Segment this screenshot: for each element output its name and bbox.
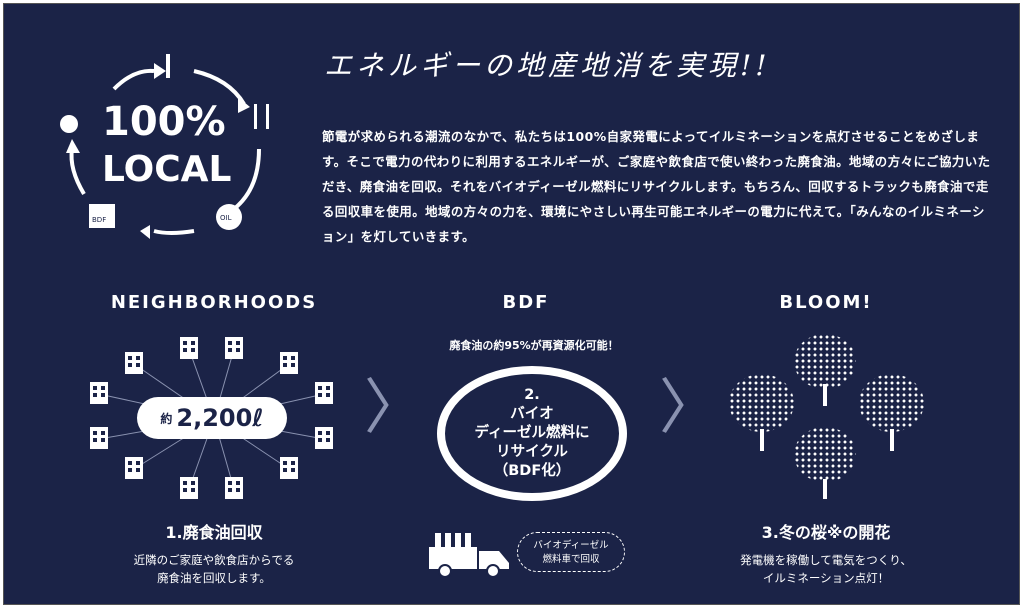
cycle-line: ディーゼル燃料に — [474, 425, 590, 441]
logo-local: LOCAL — [102, 149, 232, 190]
heading-bloom: BLOOM! — [779, 292, 873, 313]
main-title: エネルギーの地産地消を実現!! — [324, 49, 771, 82]
sakura-icon — [60, 115, 78, 133]
step1-caption: 近隣のご家庭や飲食店からでる 廃食油を回収します。 — [133, 553, 295, 585]
step3-title: 3.冬の桜※の開花 — [761, 523, 891, 542]
step1-title: 1.廃食油回収 — [165, 523, 263, 542]
chevron-right-icon: 〉 — [364, 373, 424, 443]
logo-oil: OIL — [220, 214, 232, 222]
arc-text: 廃食油の約95%が再資源化可能！ — [449, 339, 619, 352]
person-icon — [166, 54, 170, 78]
oil-drop-icon — [216, 204, 242, 230]
speech-bubble: バイオディーゼル燃料車で回収 — [517, 532, 625, 572]
step3-caption: 発電機を稼働して電気をつくり、 イルミネーション点灯！ — [740, 553, 912, 585]
heading-bdf: BDF — [502, 292, 550, 313]
bubble-line: 燃料車で回収 — [542, 554, 600, 565]
cutlery-icon — [254, 104, 269, 129]
infographic: エネルギーの地産地消を実現!! 節電が求められる潮流のなかで、私たちは100%自… — [3, 3, 1020, 605]
cycle-text: 2. バイオ ディーゼル燃料に リサイクル （BDF化） — [447, 386, 617, 481]
cycle-line: バイオ — [510, 406, 554, 422]
local-logo: 100% LOCAL BDF OIL — [54, 49, 284, 239]
sakura-trees-icon — [724, 329, 924, 504]
cycle-line: リサイクル — [496, 444, 568, 460]
description: 節電が求められる潮流のなかで、私たちは100%自家発電によってイルミネーションを… — [322, 129, 991, 244]
amount-value: 2,200ℓ — [176, 404, 264, 432]
logo-bdf: BDF — [92, 216, 107, 224]
truck-icon — [429, 533, 509, 578]
bubble-line: バイオディーゼル — [533, 540, 609, 551]
bdf-can-icon — [89, 204, 115, 228]
chevron-right-icon: 〉 — [659, 373, 719, 443]
amount-prefix: 約 — [160, 411, 173, 426]
cycle-line: （BDF化） — [493, 463, 571, 479]
recycle-ring-icon — [437, 366, 627, 501]
logo-100: 100% — [102, 99, 226, 145]
cycle-number: 2. — [524, 387, 540, 403]
heading-neighborhoods: NEIGHBORHOODS — [110, 292, 318, 313]
cycle-arrows-icon — [60, 54, 269, 239]
